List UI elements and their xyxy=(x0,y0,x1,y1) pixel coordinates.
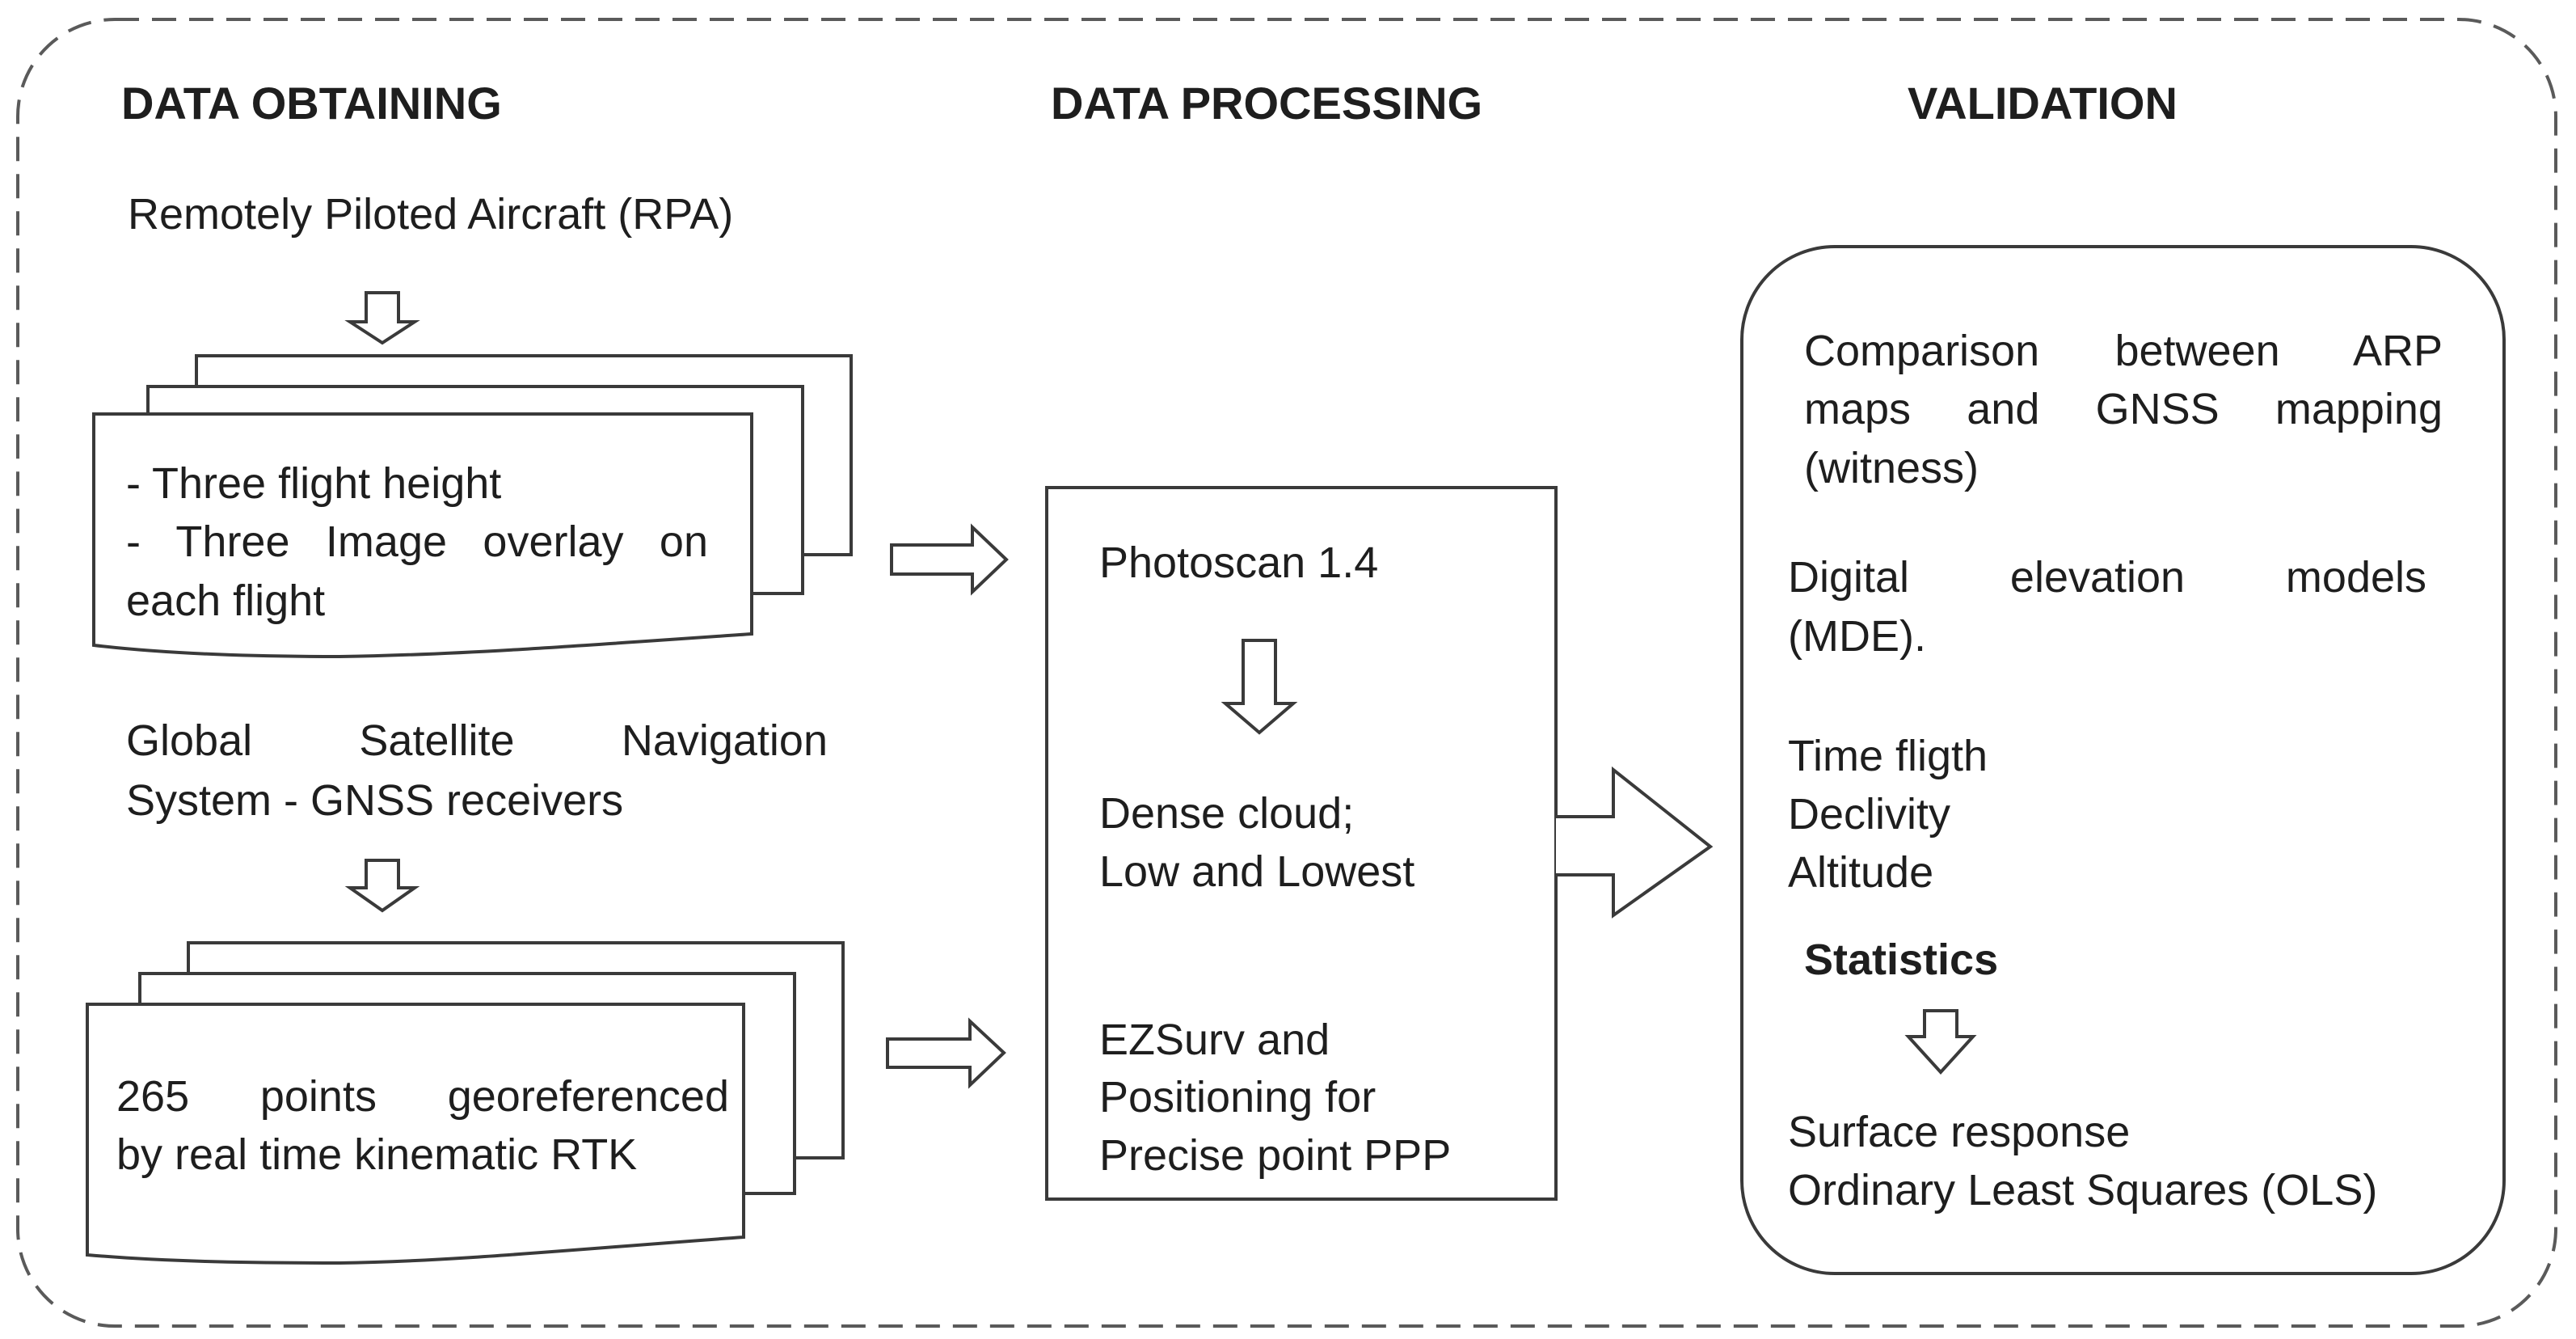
photoscan-down-arrow xyxy=(1221,639,1298,735)
gnss-doc-line-1: 265 points georeferenced xyxy=(116,1072,729,1121)
rpa-document-stack xyxy=(92,354,853,659)
statistics-down-arrow xyxy=(1904,1009,1977,1075)
dem-line-1: Digital elevation models xyxy=(1788,553,2426,602)
rpa-title: Remotely Piloted Aircraft (RPA) xyxy=(128,190,734,239)
statistics-label: Statistics xyxy=(1804,936,1999,984)
photoscan-label: Photoscan 1.4 xyxy=(1099,539,1379,587)
processing-box xyxy=(1045,486,1558,1201)
dense-cloud-line-2: Low and Lowest xyxy=(1099,847,1415,896)
factor-altitude: Altitude xyxy=(1788,848,1934,897)
rpa-doc-line-1: - Three flight height xyxy=(126,459,502,508)
method-surface-response: Surface response xyxy=(1788,1108,2131,1156)
dense-cloud-line-1: Dense cloud; xyxy=(1099,789,1355,838)
gnss-title-line-1: Global Satellite Navigation xyxy=(126,716,828,765)
comparison-line-2: maps and GNSS mapping xyxy=(1804,385,2443,433)
ezsurv-line-3: Precise point PPP xyxy=(1099,1131,1452,1180)
processing-to-validation-arrow xyxy=(1556,766,1714,919)
comparison-line-1: Comparison between ARP xyxy=(1804,327,2443,375)
dem-line-2: (MDE). xyxy=(1788,612,1926,661)
factor-time-flight: Time fligth xyxy=(1788,732,1988,780)
gnss-document-stack xyxy=(86,941,845,1265)
comparison-line-3: (witness) xyxy=(1804,444,1979,492)
rpa-down-arrow xyxy=(344,291,420,345)
header-data-processing: DATA PROCESSING xyxy=(1051,78,1483,129)
outer-dashed-frame xyxy=(16,18,2557,1328)
rpa-doc-line-2: - Three Image overlay on xyxy=(126,517,708,566)
method-ols: Ordinary Least Squares (OLS) xyxy=(1788,1166,2378,1214)
factor-declivity: Declivity xyxy=(1788,790,1951,838)
gnss-to-processing-arrow xyxy=(886,1017,1006,1089)
gnss-title-line-2: System - GNSS receivers xyxy=(126,776,624,825)
header-data-obtaining: DATA OBTAINING xyxy=(121,78,502,129)
ezsurv-line-2: Positioning for xyxy=(1099,1073,1377,1121)
gnss-doc-line-2: by real time kinematic RTK xyxy=(116,1130,638,1179)
rpa-doc-line-3: each flight xyxy=(126,577,326,625)
rpa-to-processing-arrow xyxy=(890,523,1009,596)
ezsurv-line-1: EZSurv and xyxy=(1099,1016,1330,1064)
gnss-down-arrow xyxy=(344,859,420,913)
header-validation: VALIDATION xyxy=(1908,78,2178,129)
